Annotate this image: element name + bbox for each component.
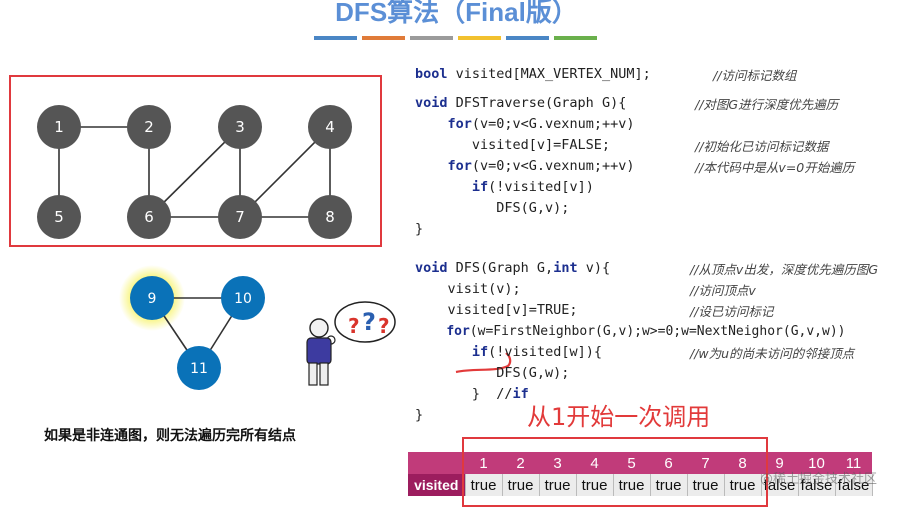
code-line-13: if(!visited[w]){: [471, 344, 602, 360]
graph-node-2: [127, 105, 171, 149]
code-line-7: DFS(G,v);: [415, 200, 570, 216]
color-bar-6: [554, 36, 597, 40]
node-label-3: 3: [235, 118, 245, 136]
code-line-1: bool visited[MAX_VERTEX_NUM];: [415, 66, 651, 82]
index-11: 11: [835, 452, 872, 474]
index-10: 10: [798, 452, 835, 474]
graph-node-5: [37, 195, 81, 239]
code-line-11: visited[v]=TRUE;: [415, 302, 578, 318]
code-line-15: } //if: [415, 386, 529, 402]
visited-array-table: 1 2 3 4 5 6 7 8 9 10 11 visited true tru…: [408, 452, 873, 496]
index-6: 6: [650, 452, 687, 474]
code-line-9: void DFS(Graph G,int v){: [415, 260, 611, 276]
graph-node-9: [130, 276, 174, 320]
node-label-11: 11: [190, 361, 208, 377]
code-comment-2: //对图G进行深度优先遍历: [695, 97, 839, 112]
red-pen-mark: [455, 352, 512, 374]
graph-node-8: [308, 195, 352, 239]
node-label-7: 7: [235, 208, 245, 226]
index-1: 1: [465, 452, 502, 474]
index-4: 4: [576, 452, 613, 474]
code-line-5: for(v=0;v<G.vexnum;++v): [447, 158, 635, 174]
single-call-note: 从1开始一次调用: [527, 403, 711, 431]
code-line-4: visited[v]=FALSE;: [415, 137, 611, 153]
visited-index-row: 1 2 3 4 5 6 7 8 9 10 11: [408, 452, 872, 474]
graph-node-10: [221, 276, 265, 320]
node-label-4: 4: [325, 118, 335, 136]
code-comment-4: //初始化已访问标记数据: [695, 139, 829, 154]
color-bar-5: [506, 36, 549, 40]
confused-person-icon: ? ? ?: [306, 301, 396, 386]
code-line-2: void DFSTraverse(Graph G){: [415, 95, 627, 111]
visited-value-row: visited true true true true true true tr…: [408, 474, 873, 496]
code-comment-9: //从顶点v出发，深度优先遍历图G: [690, 262, 879, 277]
svg-text:?: ?: [348, 314, 360, 338]
index-3: 3: [539, 452, 576, 474]
index-2: 2: [502, 452, 539, 474]
visited-value-11: false: [835, 474, 873, 496]
visited-highlight-box: [462, 437, 768, 507]
code-line-8: }: [415, 221, 424, 237]
code-line-3: for(v=0;v<G.vexnum;++v): [447, 116, 635, 132]
node-label-10: 10: [234, 291, 252, 307]
code-comment-5: //本代码中是从v=0开始遍历: [695, 160, 855, 175]
svg-text:?: ?: [378, 314, 390, 338]
color-bar-1: [314, 36, 357, 40]
node-label-8: 8: [325, 208, 335, 226]
visited-value-5: true: [613, 474, 651, 496]
color-bar-4: [458, 36, 501, 40]
visited-value-6: true: [650, 474, 688, 496]
graph-node-6: [127, 195, 171, 239]
code-line-14: DFS(G,w);: [415, 365, 570, 381]
graph-node-7: [218, 195, 262, 239]
code-line-12: for(w=FirstNeighbor(G,v);w>=0;w=NextNeig…: [446, 324, 846, 339]
visited-value-3: true: [539, 474, 577, 496]
visited-value-9: false: [761, 474, 799, 496]
graph-node-1: [37, 105, 81, 149]
svg-text:?: ?: [362, 308, 376, 336]
code-line-16: }: [415, 407, 424, 423]
color-bar-3: [410, 36, 453, 40]
code-comment-10: //访问顶点v: [690, 283, 756, 298]
code-comment-1: //访问标记数组: [713, 68, 797, 83]
connected-graph-box: [9, 75, 382, 247]
table-corner: [408, 452, 465, 474]
disconnected-graph-note: 如果是非连通图，则无法遍历完所有结点: [44, 428, 296, 444]
node-label-2: 2: [144, 118, 154, 136]
index-7: 7: [687, 452, 724, 474]
graph-node-4: [308, 105, 352, 149]
watermark: @稀土掘金技术社区: [760, 472, 878, 487]
visited-value-1: true: [465, 474, 503, 496]
visited-value-7: true: [687, 474, 725, 496]
visited-label: visited: [408, 474, 466, 496]
visited-value-10: false: [798, 474, 836, 496]
code-line-10: visit(v);: [415, 281, 521, 297]
slide-title: DFS算法（Final版）: [335, 0, 578, 27]
visited-value-8: true: [724, 474, 762, 496]
node-label-5: 5: [54, 208, 64, 226]
node-label-6: 6: [144, 208, 154, 226]
index-5: 5: [613, 452, 650, 474]
index-9: 9: [761, 452, 798, 474]
index-8: 8: [724, 452, 761, 474]
graph-node-3: [218, 105, 262, 149]
color-bar-2: [362, 36, 405, 40]
code-comment-13: //w为u的尚未访问的邻接顶点: [690, 346, 855, 361]
code-comment-11: //设已访问标记: [690, 304, 774, 319]
node-label-1: 1: [54, 118, 64, 136]
node-label-9: 9: [148, 291, 157, 307]
visited-value-4: true: [576, 474, 614, 496]
code-line-6: if(!visited[v]): [471, 179, 594, 195]
visited-value-2: true: [502, 474, 540, 496]
graph-node-11: [177, 346, 221, 390]
